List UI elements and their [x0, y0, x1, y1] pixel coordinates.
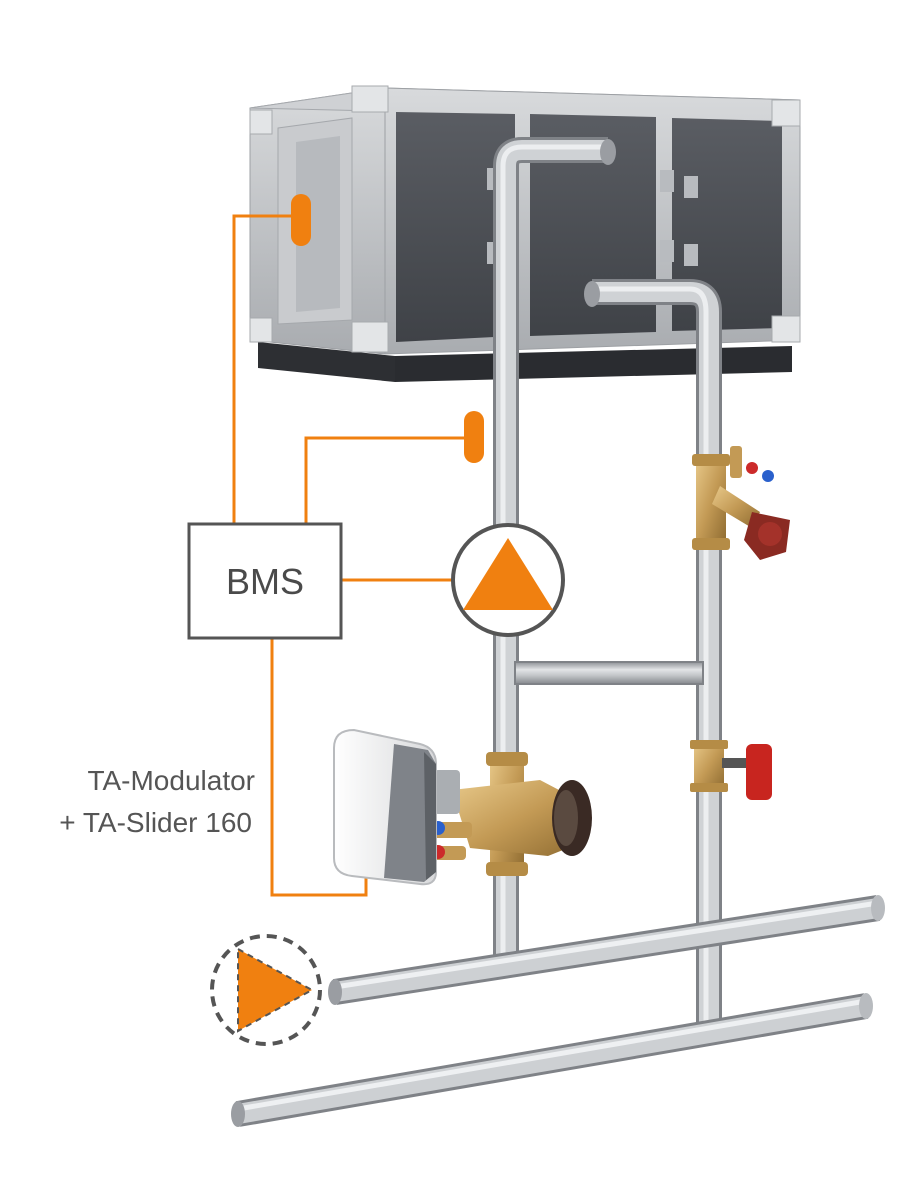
product-label: TA-Modulator + TA-Slider 160 — [59, 765, 255, 838]
pump-icon — [451, 523, 565, 637]
balancing-valve-icon — [692, 446, 790, 560]
signal-line-pipe-sensor — [304, 436, 466, 524]
bms-label: BMS — [226, 561, 304, 602]
sensor-icon — [464, 411, 484, 463]
shutoff-valve-icon — [690, 740, 772, 800]
signal-line-ahu-sensor — [232, 214, 296, 524]
product-label-line1: TA-Modulator — [87, 765, 255, 796]
pipe-network — [231, 137, 885, 1127]
actuator-icon — [333, 728, 437, 886]
product-label-line2: + TA-Slider 160 — [59, 807, 252, 838]
pump-dashed-icon — [210, 934, 322, 1046]
sensor-icon — [291, 194, 311, 246]
bms-controller: BMS — [187, 522, 343, 640]
control-valve-icon — [431, 752, 592, 876]
